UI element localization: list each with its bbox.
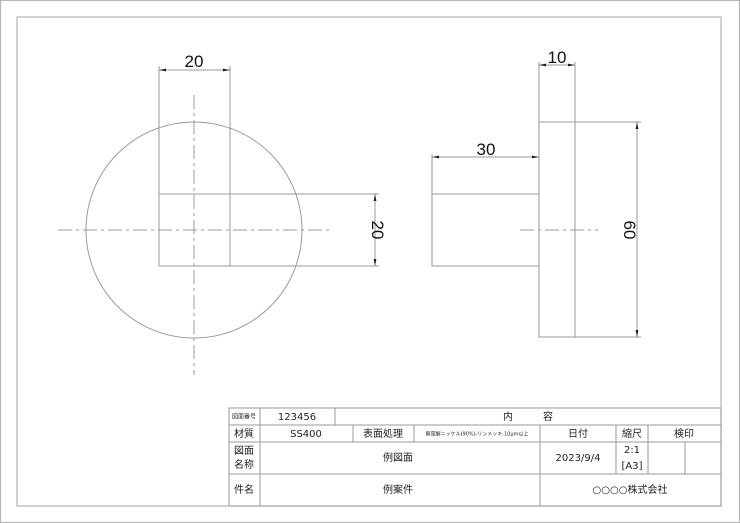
project-name: 例案件 [383,483,413,496]
company-name: ○○○○株式会社 [593,483,668,496]
material: SS400 [290,429,322,440]
title-block-border [228,407,722,507]
drawing-name-label-1: 図面 [234,445,254,457]
date-label: 日付 [568,427,588,440]
inspection-label: 検印 [674,427,694,440]
surface-treatment-label: 表面処理 [363,427,403,440]
drawing-name-label-2: 名称 [234,458,254,471]
drawing-number: 123456 [278,412,316,423]
side-view: 10 30 60 [431,48,641,338]
project-label: 件名 [234,483,254,496]
material-label: 材質 [234,427,254,440]
dimension-diameter: 60 [620,221,639,240]
scale-label: 縮尺 [622,427,642,440]
contents-label: 内 容 [503,410,553,423]
front-view: 20 20 [58,52,387,375]
paper-size: [A3] [621,461,642,472]
dimension-width: 20 [185,52,204,71]
surface-treatment: 無電解ニッケル(90%)-リンメッキ:10μm以上 [426,431,529,438]
scale: 2:1 [624,445,640,456]
drawing-name: 例図面 [383,451,413,464]
dimension-height: 20 [368,221,387,240]
date: 2023/9/4 [556,453,601,464]
dimension-shaft-length: 30 [477,140,496,159]
dimension-thickness: 10 [548,48,567,67]
drawing-number-label: 図面番号 [232,414,256,421]
title-block: 図面番号 123456 内 容 材質 SS400 表面処理 無電解ニッケル(90… [228,407,722,507]
